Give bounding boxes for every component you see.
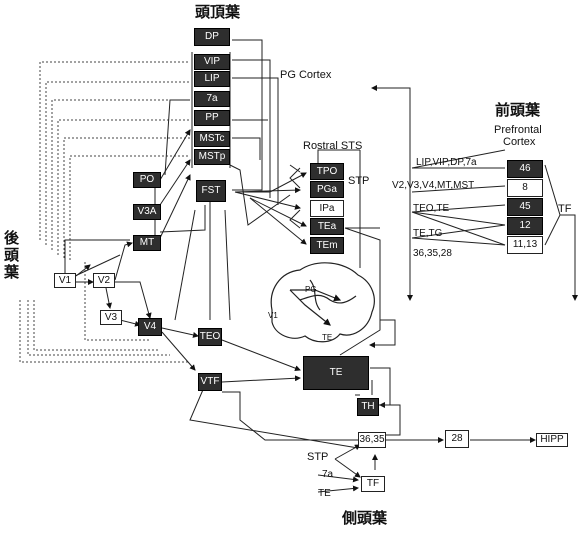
area-vip: VIP <box>194 54 230 70</box>
brain-label-te: TE <box>322 334 332 342</box>
area-lip: LIP <box>194 71 230 87</box>
area-28: 28 <box>445 430 469 448</box>
area-v4: V4 <box>138 318 162 336</box>
area-36-35: 36,35 <box>358 432 386 448</box>
area-te: TE <box>303 356 369 390</box>
area-pp: PP <box>194 110 230 126</box>
input-stp: STP <box>307 452 328 463</box>
area-v3a: V3A <box>133 204 161 220</box>
input-36-35-28: 36,35,28 <box>413 249 452 259</box>
input-lip-vip-dp-7a: LIP,VIP,DP,7a <box>416 158 477 168</box>
area-pf-46: 46 <box>507 160 543 178</box>
area-v2: V2 <box>93 273 115 288</box>
area-pf-8: 8 <box>507 179 543 197</box>
area-th: TH <box>357 398 379 416</box>
temporal-lobe-label: 側頭葉 <box>342 511 387 526</box>
area-tpo: TPO <box>310 163 344 180</box>
area-7a: 7a <box>194 91 230 107</box>
area-dp: DP <box>194 28 230 46</box>
area-mstp: MSTp <box>194 149 230 165</box>
rostral-sts-label: Rostral STS <box>303 141 362 152</box>
area-ipa: IPa <box>310 200 344 217</box>
brain-label-v1: V1 <box>268 312 278 320</box>
input-te: TE <box>318 489 331 499</box>
area-teo: TEO <box>198 328 222 346</box>
frontal-lobe-label: 前頭葉 <box>495 103 540 118</box>
area-vtf: VTF <box>198 373 222 391</box>
cortex-label: Cortex <box>503 137 535 148</box>
stp-label: STP <box>348 176 369 187</box>
input-teo-te: TEO,TE <box>413 204 449 214</box>
area-tem: TEm <box>310 237 344 254</box>
prefrontal-label: Prefrontal <box>494 125 542 136</box>
area-mt: MT <box>133 235 161 251</box>
brain-label-pg: PG <box>305 286 317 294</box>
area-tea: TEa <box>310 218 344 235</box>
area-hipp: HIPP <box>536 433 568 447</box>
input-v2-v3-v4-mt-mst: V2,V3,V4,MT,MST <box>392 181 474 191</box>
area-fst: FST <box>196 180 226 202</box>
area-v1: V1 <box>54 273 76 288</box>
output-tf-label: TF <box>558 204 571 215</box>
area-pga: PGa <box>310 181 344 198</box>
brain-outline <box>271 263 374 342</box>
area-v3: V3 <box>100 310 122 325</box>
parietal-lobe-label: 頭頂葉 <box>195 5 240 20</box>
pg-cortex-label: PG Cortex <box>280 70 331 81</box>
area-pf-45: 45 <box>507 198 543 216</box>
area-pf-11-13: 11,13 <box>507 236 543 254</box>
area-tf: TF <box>361 476 385 492</box>
input-7a: 7a <box>322 470 333 480</box>
area-po: PO <box>133 172 161 188</box>
input-te-tg: TE,TG <box>413 229 442 239</box>
occipital-lobe-label: 後頭葉 <box>3 230 18 281</box>
area-mstc: MSTc <box>194 131 230 147</box>
area-pf-12: 12 <box>507 217 543 235</box>
